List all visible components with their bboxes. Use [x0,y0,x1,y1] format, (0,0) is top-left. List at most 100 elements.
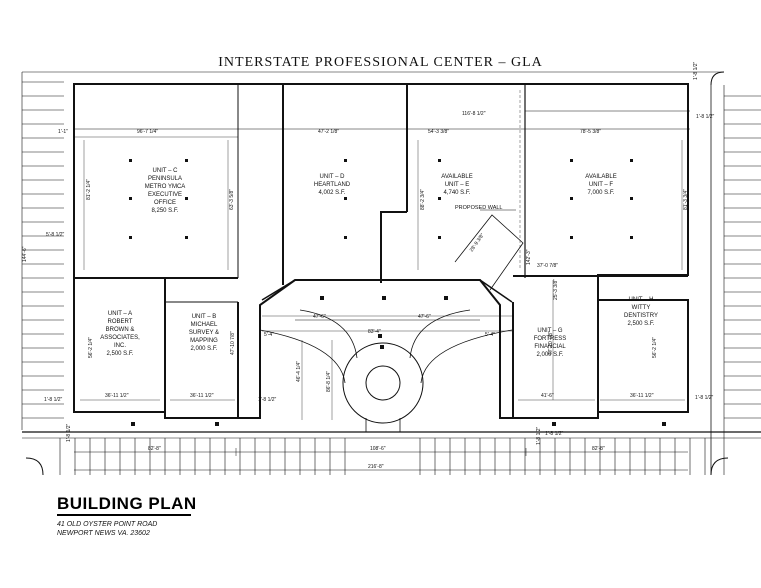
dim-unit-f-width: 78'-5 3/8" [580,129,601,135]
proposed-wall [454,214,524,291]
dim-unit-c-width: 96'-7 1/4" [137,129,158,135]
unit-c-label-line: METRO YMCA [145,184,186,190]
dim-center-vertical-1: 46'-4 1/4" [296,361,302,382]
unit-d-label-line: 4,002 S.F. [318,190,345,196]
dim-left-bottom-offset: 1'-8 1/2" [44,397,63,403]
unit-b-label-line: MICHAEL [191,322,218,328]
heading-underline [57,514,191,516]
right-parking-curve-bottom [710,457,729,476]
left-parking-curve [25,457,44,476]
dim-unit-f-depth: 81'-3 3/4" [683,189,689,210]
unit-labels: UNIT – C PENINSULA METRO YMCA EXECUTIVE OFFI… [100,168,658,358]
dim-unit-g-width: 41'-6" [541,393,554,399]
right-parking-stripes [724,95,761,419]
right-parking-curve-top [710,71,725,86]
drive-circle-outer [342,342,424,424]
dim-unit-g-top: 37'-0 7/8" [537,263,558,269]
column-markers [129,159,666,426]
unit-h-label-line: UNIT – H [629,297,654,303]
dimension-labels: 96'-7 1/4" 47'-2 1/8" 54'-3 3/8" 78'-5 3/8"… [22,61,715,470]
drive-arc-right-2 [409,309,471,359]
dim-right-base-2: 1'-8 1/2" [545,431,564,437]
dim-right-bottom-offset: 1'-8 1/2" [695,395,714,401]
unit-f-label-line: 7,000 S.F. [587,190,614,196]
dim-unit-h-depth: 56'-2 1/4" [652,337,658,358]
unit-c-label-line: PENINSULA [148,176,182,182]
lobby-wall-right [479,279,513,303]
dim-unit-g-side: 25'-3 3/8" [553,279,559,300]
unit-e-label-line: 4,740 S.F. [443,190,470,196]
dim-right-small: 5'-4" [485,332,495,338]
unit-d-label-line: UNIT – D [320,174,346,180]
dim-bottom-right: 82'-8" [592,446,605,452]
dim-center-vertical-2: 86'-8 1/4" [326,371,332,392]
dim-center-depth: 142'-3" [526,249,532,265]
dim-unit-e-width: 54'-3 3/8" [428,129,449,135]
plan-title: INTERSTATE PROFESSIONAL CENTER – GLA [218,55,543,70]
unit-b-label-line: MAPPING [190,338,218,344]
address-line-1: 41 OLD OYSTER POINT ROAD [57,521,158,528]
dim-top-left: 1'-1" [58,129,68,135]
unit-c-label-line: EXECUTIVE [148,192,182,198]
dim-overall-depth: 144'-6" [22,246,28,262]
unit-a-label-line: UNIT – A [108,311,132,317]
dim-unit-c-depth: 81'-2 1/4" [86,179,92,200]
unit-f-label-line: AVAILABLE [585,174,616,180]
building-plan-heading: BUILDING PLAN [57,494,197,513]
unit-a-label-line: INC. [114,343,126,349]
unit-g-label-line: UNIT – G [537,328,563,334]
unit-g-label-line: 2,000 S.F. [536,352,563,358]
unit-a-label-line: ROBERT [108,319,133,325]
dim-lobby-right: 47'-6" [418,314,431,320]
dim-left-base: 1'-8 1/2" [66,423,72,442]
unit-a-label-line: 2,500 S.F. [106,351,133,357]
dim-unit-a-width: 36'-11 1/2" [105,393,129,399]
proposed-wall-label: PROPOSED WALL [455,205,502,211]
unit-h-label-line: DENTISTRY [624,313,658,319]
unit-b-label-line: SURVEY & [189,330,219,336]
drive-arc-left [259,329,346,384]
dim-right-base: 1'-8 1/2" [536,426,542,445]
unit-b-label-line: UNIT – B [192,314,217,320]
wall-d-e-step [380,211,407,283]
unit-c-label-line: 8,250 S.F. [151,208,178,214]
dim-unit-b-depth: 47'-10 7/8" [230,331,236,355]
unit-b-label-line: 2,000 S.F. [190,346,217,352]
dim-unit-e-depth: 88'-2 3/4" [420,189,426,210]
dim-proposed-wall: 28'-9 3/8" [469,232,486,253]
dim-top-right-offset: 1'-8 1/2" [693,61,699,80]
dim-unit-c-interior: 63'-3 5/8" [229,189,235,210]
dim-right-offset-1: 1'-8 1/2" [696,114,715,120]
dim-unit-a-depth: 56'-2 1/4" [88,337,94,358]
unit-e-label-line: AVAILABLE [441,174,472,180]
unit-e-label-line: UNIT – E [445,182,470,188]
dim-lobby-center: 83'-4" [368,329,381,335]
dim-unit-d-width: 47'-2 1/8" [318,129,339,135]
unit-c-label-line: UNIT – C [153,168,179,174]
dim-lobby-left: 47'-6" [313,314,326,320]
left-parking-stripes [22,81,64,419]
dim-bottom-left: 82'-8" [148,446,161,452]
dim-bottom-center: 108'-6" [370,446,386,452]
drive-circle-inner [365,365,401,401]
unit-h-label-line: 2,500 S.F. [627,321,654,327]
dim-top-right: 116'-8 1/2" [462,111,486,117]
dim-left-offset: 5'-8 1/2" [46,232,65,238]
dim-unit-g-depth: 47'-10 7/8" [548,331,554,355]
dim-bottom-offset-2: 1'-8 1/2" [258,397,277,403]
unit-a-label-line: ASSOCIATES, [100,335,140,341]
bottom-parking-stripes [59,438,706,475]
drive-arc-right [420,329,513,384]
unit-h-label-line: WITTY [632,305,651,311]
unit-f-label-line: UNIT – F [589,182,614,188]
drive-arc-left-2 [299,309,358,359]
lobby-wall-left [261,279,296,301]
unit-c-label-line: OFFICE [154,200,176,206]
address-line-2: NEWPORT NEWS VA. 23602 [57,530,150,537]
unit-g-label-line: FORTRESS [534,336,567,342]
dim-bottom-overall: 216'-8" [368,464,384,470]
unit-a-label-line: BROWN & [106,327,135,333]
unit-d-label-line: HEARTLAND [314,182,351,188]
dim-unit-h-width: 36'-11 1/2" [630,393,654,399]
